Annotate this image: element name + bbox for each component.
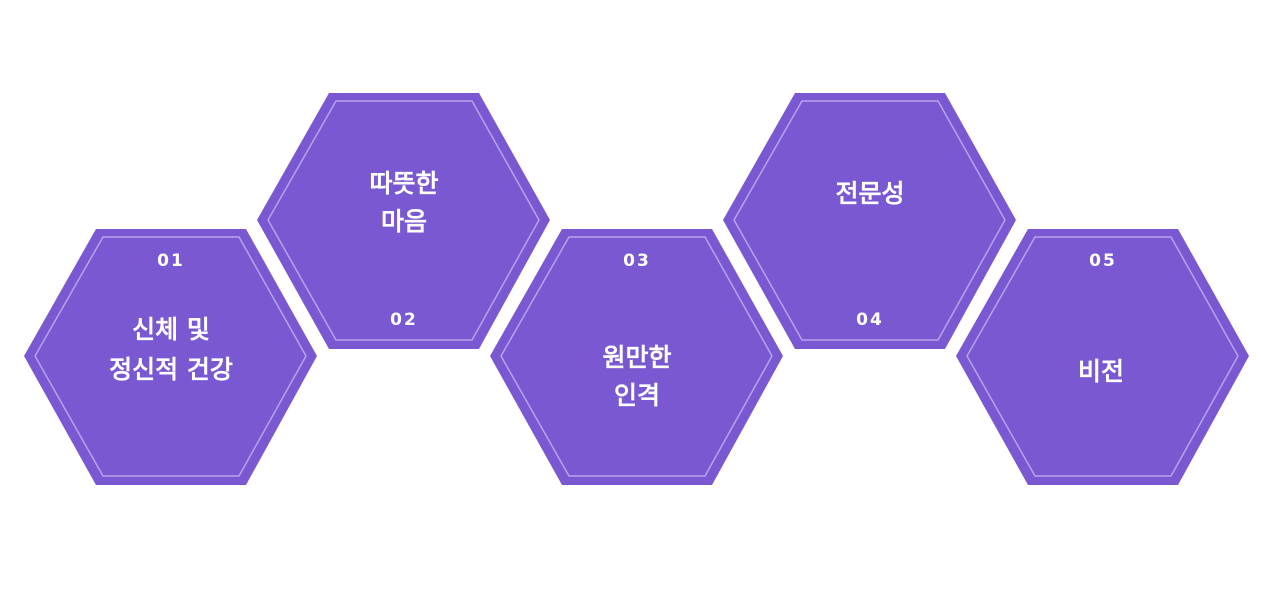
hexagon-inner-outline (966, 236, 1239, 477)
hexagon-item-04: 전문성 04 (723, 93, 1016, 349)
hexagon-inner-outline (267, 100, 540, 341)
hexagon-number: 01 (157, 251, 185, 271)
hexagon-inner-outline (500, 236, 773, 477)
hexagon-label-line-1: 비전 (1078, 357, 1124, 386)
hexagon-number: 03 (623, 251, 651, 271)
hexagon-item-05: 05 비전 (956, 229, 1249, 485)
hexagon-number: 02 (390, 310, 418, 330)
hexagon-label-line-2: 마음 (381, 207, 427, 236)
hexagon-inner-outline (34, 236, 307, 477)
hexagon-shape (956, 229, 1249, 485)
hexagon-label-line-1: 원만한 (602, 343, 671, 372)
hexagon-label-line-2: 정신적 건강 (109, 355, 233, 384)
hexagon-shape (723, 93, 1016, 349)
hexagon-label-line-2: 인격 (614, 381, 660, 410)
hexagon-inner-outline (733, 100, 1006, 341)
hexagon-number: 04 (856, 310, 884, 330)
hexagon-item-02: 따뜻한 마음 02 (257, 93, 550, 349)
hexagon-item-01: 01 신체 및 정신적 건강 (24, 229, 317, 485)
hexagon-shape (257, 93, 550, 349)
hexagon-number: 05 (1089, 251, 1117, 271)
hexagon-shape (24, 229, 317, 485)
hexagon-item-03: 03 원만한 인격 (490, 229, 783, 485)
hexagon-label-line-1: 전문성 (835, 179, 904, 208)
hexagon-label-line-1: 따뜻한 (369, 169, 438, 198)
hexagon-shape (490, 229, 783, 485)
hexagon-label-line-1: 신체 및 (132, 315, 210, 344)
